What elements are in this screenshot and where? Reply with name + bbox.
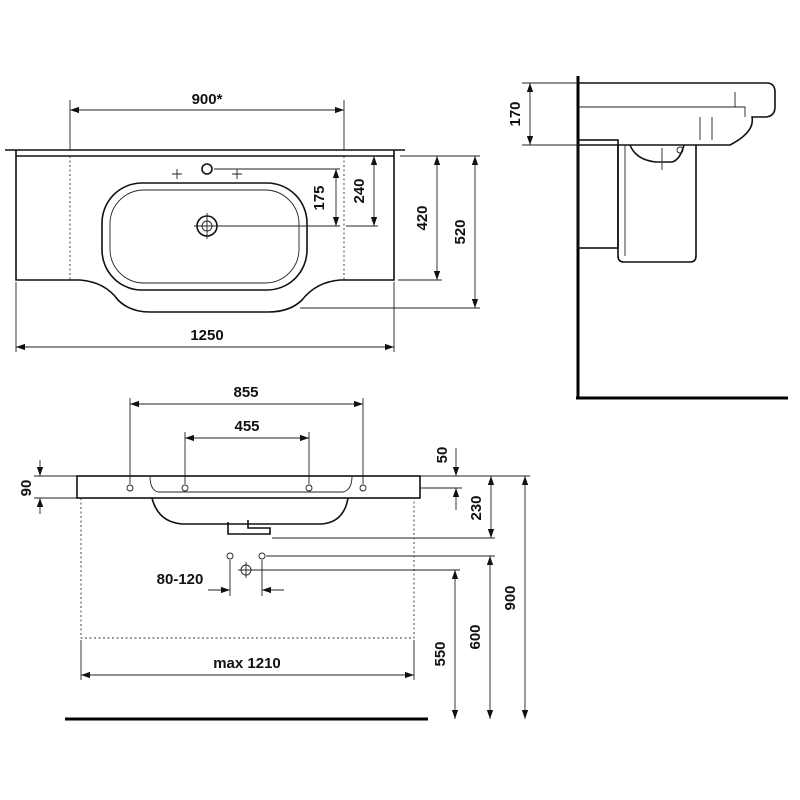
side-drain [658,148,666,170]
dim-label-900-height: 900 [502,585,519,610]
dim-label-175: 175 [311,185,328,210]
front-hole-3 [305,484,313,492]
side-overflow [676,146,684,154]
side-basin-detail [699,92,746,140]
side-view: 170 [507,76,788,400]
front-drain [227,520,271,535]
side-bowl-bottom [629,144,685,163]
front-hole-4 [359,484,367,492]
front-basin-bowl-rim [149,475,353,493]
tap-hole-option-right [232,169,242,179]
supply-left [226,552,234,560]
side-cabinet [617,145,697,263]
side-cabinet-back [577,139,619,249]
dim-label-520: 520 [452,219,469,244]
dim-label-80-120: 80-120 [157,571,204,588]
side-basin-profile [578,82,776,146]
front-basin-bowl [151,497,349,525]
dim-label-90: 90 [18,480,35,497]
tap-hole-option-left [172,169,182,179]
tap-hole [201,163,213,175]
front-cabinet-hidden [80,498,415,639]
dim-label-600: 600 [467,624,484,649]
top-view: 900* 175 240 420 520 1250 [5,91,480,352]
dim-label-170: 170 [507,101,524,126]
front-basin-slab [76,475,421,499]
dim-label-420: 420 [414,205,431,230]
waste-center [238,562,254,578]
dim-label-230: 230 [468,495,485,520]
dim-label-855: 855 [233,384,258,401]
dim-label-50: 50 [434,447,451,464]
front-view: 855 455 90 50 230 900 600 550 [18,384,530,721]
drain-center [194,213,220,239]
supply-right [258,552,266,560]
top-view-bowl-inner [109,189,300,284]
dim-label-900: 900* [192,91,223,108]
dim-label-550: 550 [432,641,449,666]
dim-label-455: 455 [234,418,259,435]
dim-label-1250: 1250 [190,327,223,344]
top-view-basin-outline [5,149,405,313]
top-view-bowl-outer [101,182,308,291]
dim-label-max-1210: max 1210 [213,655,281,672]
front-hole-1 [126,484,134,492]
front-hole-2 [181,484,189,492]
dim-label-240: 240 [351,178,368,203]
